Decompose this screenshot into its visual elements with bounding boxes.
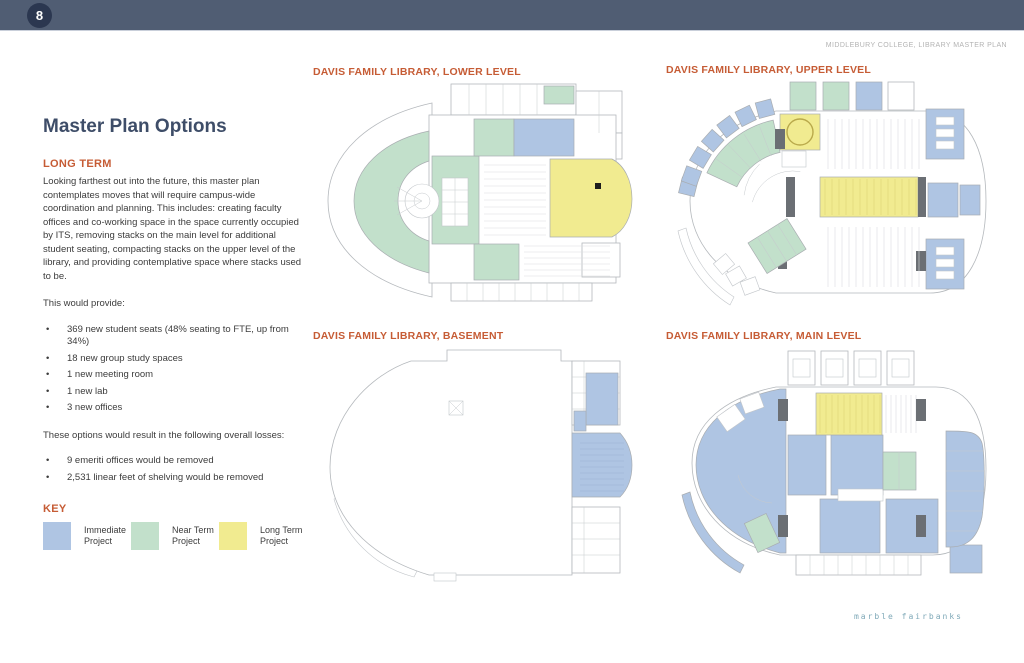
losses-intro: These options would result in the follow… bbox=[43, 429, 285, 441]
legend-item-immediate: Immediate Project bbox=[43, 522, 131, 550]
legend-item-long-term: Long Term Project bbox=[219, 522, 307, 550]
legend-item-label: Immediate Project bbox=[84, 524, 127, 547]
provides-intro: This would provide: bbox=[43, 298, 125, 309]
list-item: 3 new offices bbox=[43, 402, 303, 415]
plan-title: DAVIS FAMILY LIBRARY, BASEMENT bbox=[313, 330, 504, 342]
long-term-swatch bbox=[219, 522, 247, 550]
plan-title: DAVIS FAMILY LIBRARY, LOWER LEVEL bbox=[313, 66, 521, 78]
list-item: 18 new group study spaces bbox=[43, 353, 303, 366]
list-item: 1 new lab bbox=[43, 386, 303, 399]
losses-list: 9 emeriti offices would be removed 2,531… bbox=[43, 455, 303, 484]
legend: KEY Immediate Project Near Term Project … bbox=[43, 503, 313, 550]
long-term-paragraph: Looking farthest out into the future, th… bbox=[43, 176, 302, 282]
plan-title: DAVIS FAMILY LIBRARY, UPPER LEVEL bbox=[666, 64, 871, 76]
legend-label: KEY bbox=[43, 503, 67, 515]
page-number-badge: 8 bbox=[27, 3, 52, 28]
floor-plan-upper-level bbox=[677, 81, 987, 306]
plan-panel-main-level: DAVIS FAMILY LIBRARY, MAIN LEVEL bbox=[666, 330, 1000, 585]
floor-plan-main-level bbox=[681, 350, 987, 576]
plan-panel-basement: DAVIS FAMILY LIBRARY, BASEMENT bbox=[313, 330, 647, 585]
top-bar: 8 bbox=[0, 0, 1024, 31]
running-header: MIDDLEBURY COLLEGE, LIBRARY MASTER PLAN bbox=[825, 42, 1007, 49]
list-item: 2,531 linear feet of shelving would be r… bbox=[43, 472, 303, 485]
near-term-swatch bbox=[131, 522, 159, 550]
firm-credit: marble fairbanks bbox=[853, 612, 963, 621]
plan-title: DAVIS FAMILY LIBRARY, MAIN LEVEL bbox=[666, 330, 862, 342]
page-title: Master Plan Options bbox=[43, 116, 227, 137]
list-item: 9 emeriti offices would be removed bbox=[43, 455, 303, 468]
floor-plan-lower-level bbox=[327, 83, 633, 302]
plan-panel-upper-level: DAVIS FAMILY LIBRARY, UPPER LEVEL bbox=[666, 64, 1000, 311]
legend-item-label: Long Term Project bbox=[260, 524, 303, 547]
legend-item-near-term: Near Term Project bbox=[131, 522, 219, 550]
floor-plan-basement bbox=[329, 349, 633, 582]
plan-panel-lower-level: DAVIS FAMILY LIBRARY, LOWER LEVEL bbox=[313, 66, 647, 311]
provides-list: 369 new student seats (48% seating to FT… bbox=[43, 324, 303, 415]
list-item: 1 new meeting room bbox=[43, 369, 303, 382]
legend-item-label: Near Term Project bbox=[172, 524, 214, 547]
section-label-long-term: LONG TERM bbox=[43, 158, 112, 170]
left-column: Master Plan Options LONG TERM Looking fa… bbox=[43, 116, 303, 498]
list-item: 369 new student seats (48% seating to FT… bbox=[43, 324, 303, 349]
immediate-swatch bbox=[43, 522, 71, 550]
